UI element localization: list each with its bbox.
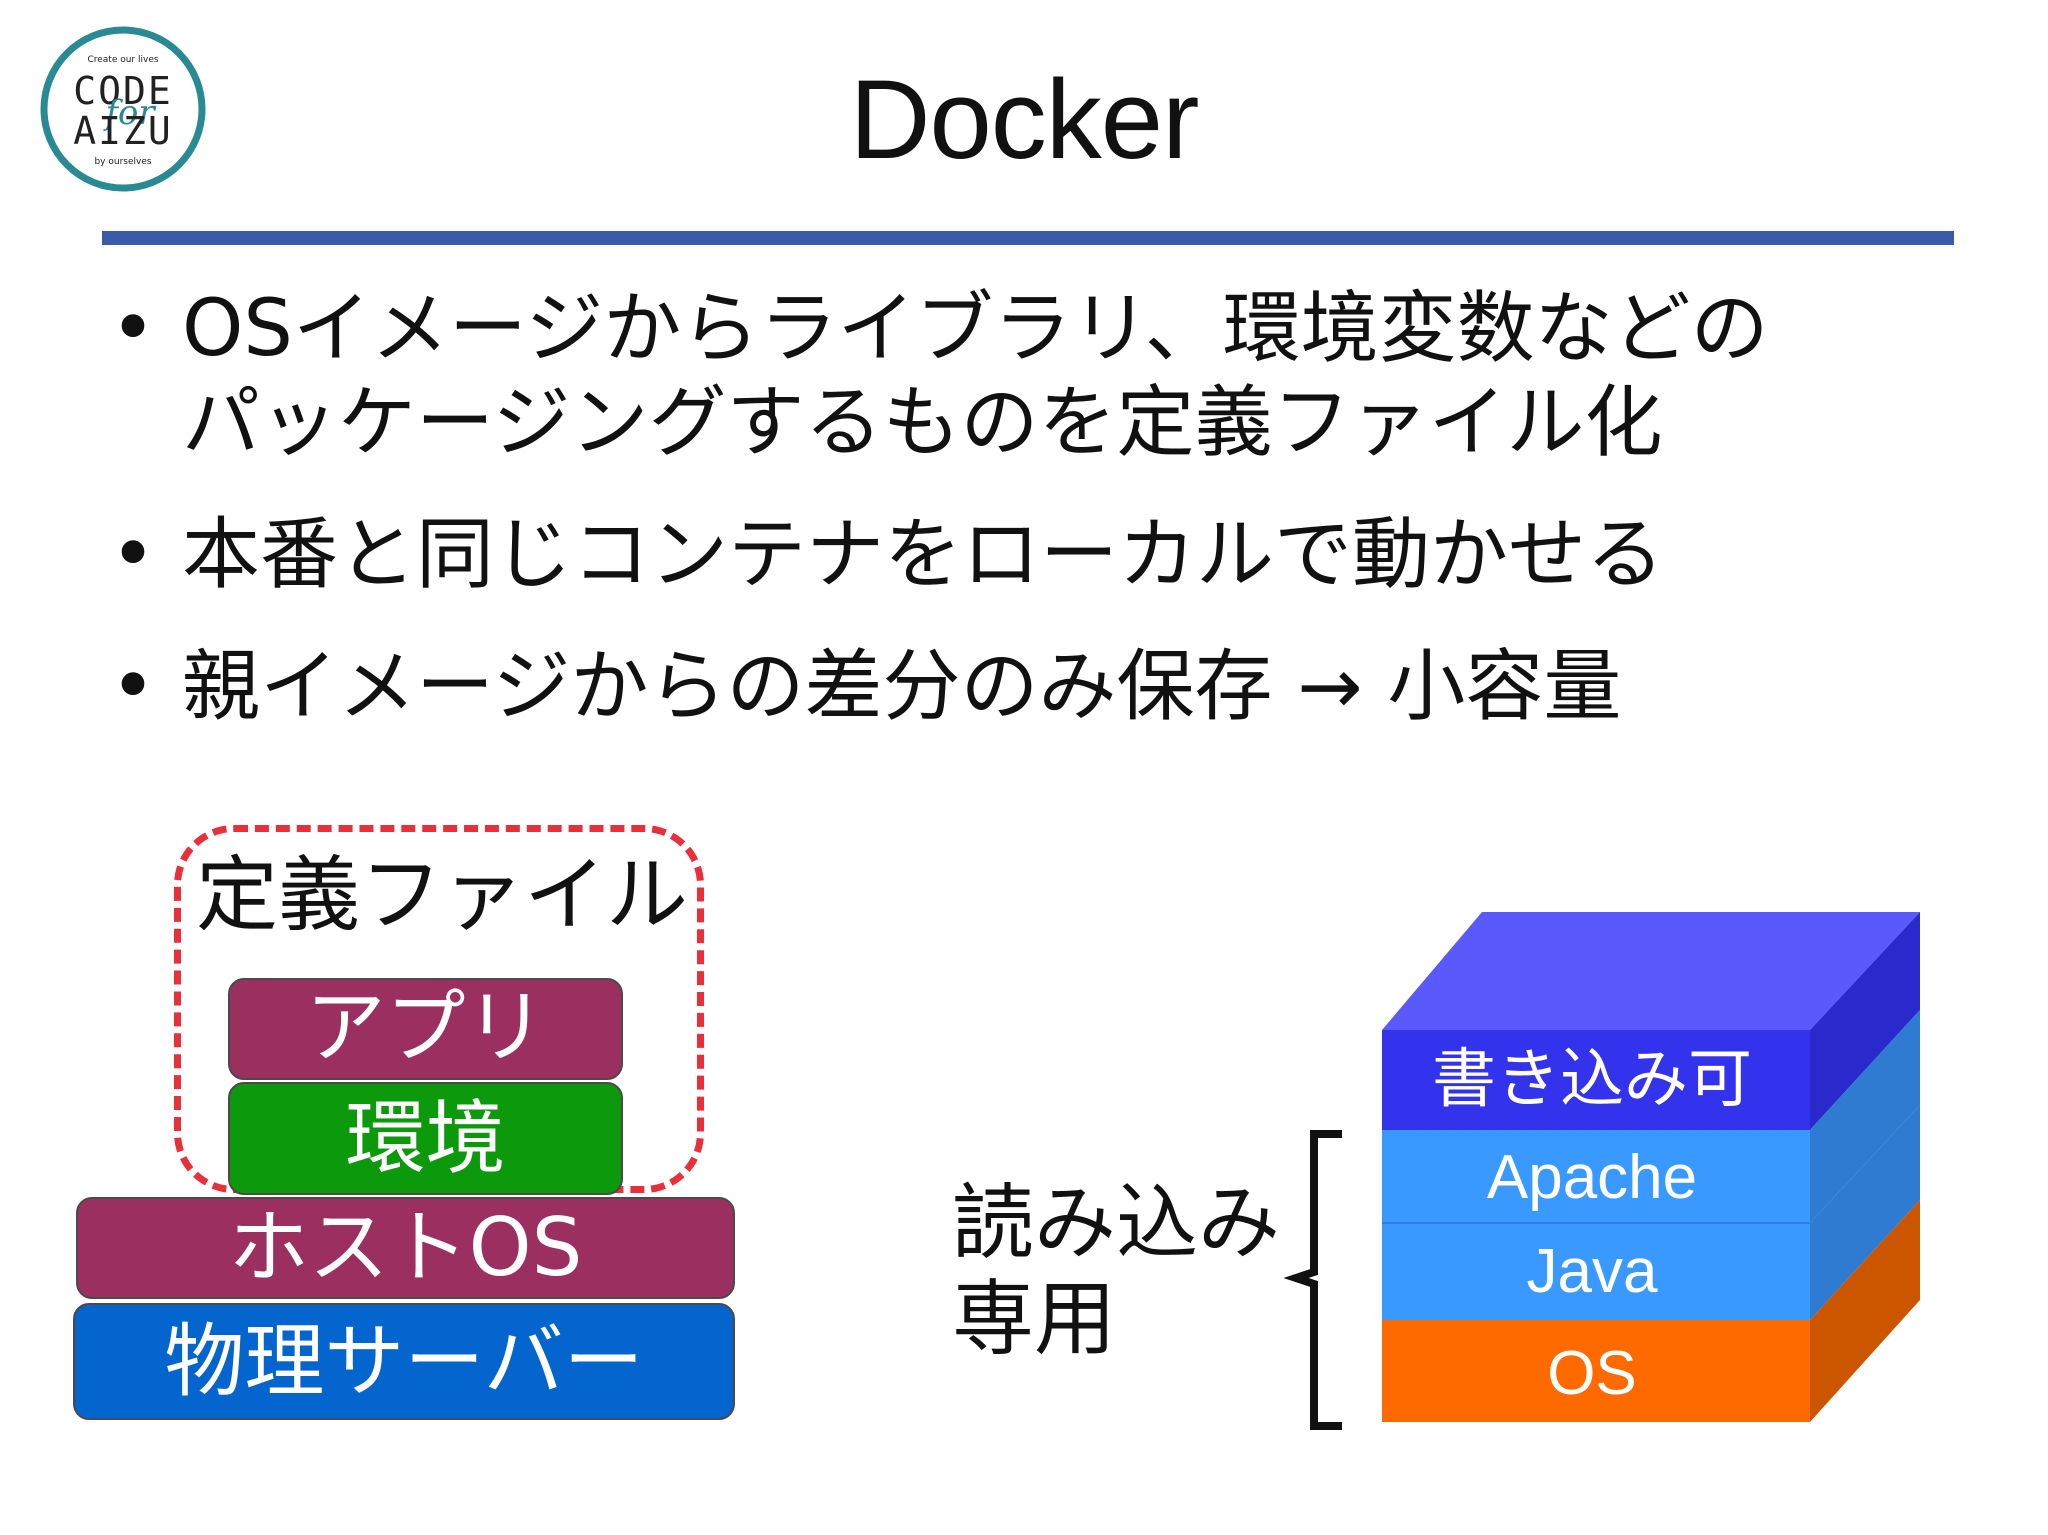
bullet-text-line: 親イメージからの差分のみ保存 → 小容量 <box>182 642 1622 732</box>
bullet-dot: • <box>110 284 157 374</box>
physical-server-layer-block: 物理サーバー <box>73 1303 735 1420</box>
definition-file-label: 定義ファイル <box>196 848 689 943</box>
apache-layer-side <box>1810 1010 1920 1223</box>
writable-layer-front <box>1382 1030 1810 1130</box>
read-only-bracket <box>1283 1130 1342 1430</box>
bullet-item: • OSイメージからライブラリ、環境変数などの パッケージングするものを定義ファ… <box>100 282 1980 470</box>
java-layer-front <box>1382 1224 1810 1320</box>
writable-layer-label: 書き込み可 <box>1432 1043 1752 1117</box>
bullet-dot: • <box>110 642 157 732</box>
os-layer-label: OS <box>1547 1339 1637 1408</box>
app-layer-block: アプリ <box>228 978 623 1080</box>
logo-line2: AIZU <box>73 109 173 153</box>
bullet-dot: • <box>110 510 157 600</box>
apache-layer-front <box>1382 1130 1810 1223</box>
bullet-item: • 本番と同じコンテナをローカルで動かせる <box>100 508 1980 602</box>
bullet-text-line: OSイメージからライブラリ、環境変数などの <box>182 284 1769 374</box>
slide-title: Docker <box>849 57 1200 182</box>
host-os-layer-block: ホストOS <box>76 1197 735 1299</box>
writable-layer-side <box>1810 912 1920 1130</box>
logo-bottom-text: by ourselves <box>94 157 151 167</box>
os-layer-side <box>1810 1200 1920 1422</box>
logo-line1: CODE <box>73 69 173 113</box>
bullet-text-line: パッケージングするものを定義ファイル化 <box>182 378 1663 468</box>
java-layer-side <box>1810 1105 1920 1320</box>
logo-top-text: Create our lives <box>87 55 158 65</box>
title-underline <box>102 231 1954 245</box>
bullet-list: • OSイメージからライブラリ、環境変数などの パッケージングするものを定義ファ… <box>100 282 1980 772</box>
cube-top-face <box>1382 912 1920 1030</box>
read-only-label-line: 専用 <box>952 1272 1117 1367</box>
code-for-aizu-logo: Create our lives CODE for AIZU by oursel… <box>40 26 206 192</box>
environment-layer-block: 環境 <box>228 1082 623 1195</box>
apache-layer-label: Apache <box>1486 1143 1698 1212</box>
os-layer-front <box>1382 1320 1810 1422</box>
java-layer-label: Java <box>1526 1237 1658 1306</box>
read-only-label: 読み込み 専用 <box>952 1176 1280 1368</box>
bullet-text-line: 本番と同じコンテナをローカルで動かせる <box>182 510 1665 600</box>
logo-line-mid: for <box>102 93 156 133</box>
bullet-item: • 親イメージからの差分のみ保存 → 小容量 <box>100 640 1980 734</box>
read-only-label-line: 読み込み <box>952 1176 1281 1271</box>
layered-image-cube <box>1382 912 1920 1422</box>
